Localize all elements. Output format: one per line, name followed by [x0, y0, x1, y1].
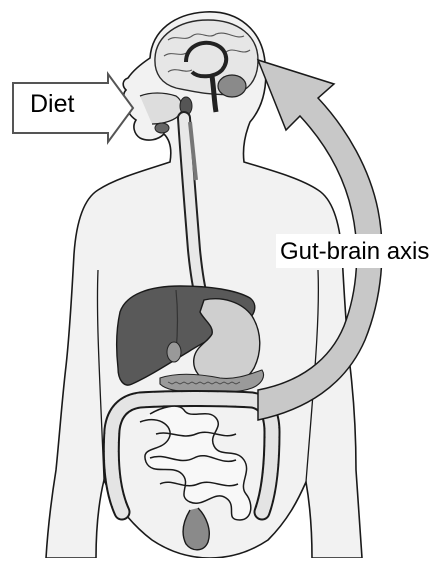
cerebellum: [218, 75, 246, 97]
gut-brain-axis-label: Gut-brain axis: [280, 238, 429, 266]
gallbladder: [167, 342, 181, 362]
salivary-gland-2: [155, 123, 169, 133]
diet-label: Diet: [30, 90, 74, 119]
